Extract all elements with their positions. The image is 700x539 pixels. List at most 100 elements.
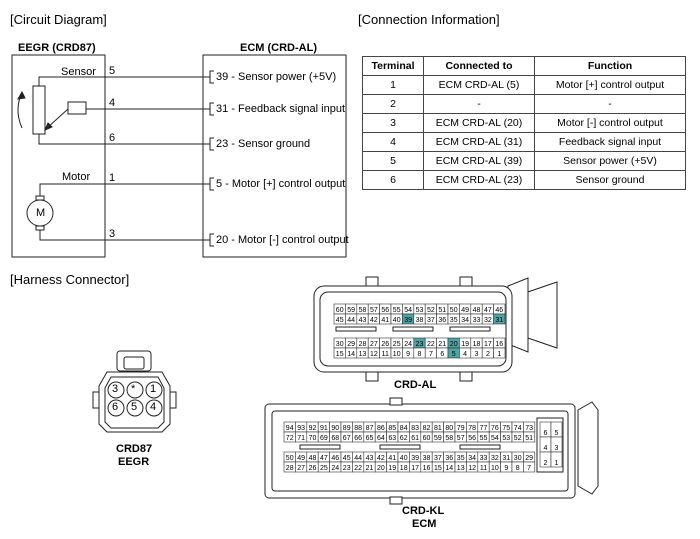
crd-kl-pin-69: 69	[317, 431, 330, 443]
connection-table: Terminal Connected to Function 1 ECM CRD…	[362, 56, 686, 190]
svg-text:39: 39	[404, 317, 412, 324]
svg-text:80: 80	[445, 425, 453, 432]
svg-text:94: 94	[286, 425, 294, 432]
crd-kl-pin-19: 19	[386, 461, 399, 473]
crd87-connector	[92, 350, 177, 433]
crd-kl-pin-14: 14	[443, 461, 456, 473]
svg-text:79: 79	[457, 425, 465, 432]
crd-kl-pin-31: 31	[500, 451, 513, 463]
crd-al-pin-26: 26	[379, 337, 392, 349]
svg-text:2: 2	[486, 351, 490, 358]
eegr-title: EEGR (CRD87)	[18, 42, 96, 54]
eegr-box	[11, 54, 106, 258]
crd-kl-pin-23: 23	[340, 461, 353, 473]
svg-text:23: 23	[343, 465, 351, 472]
svg-text:70: 70	[309, 435, 317, 442]
crd-kl-pin-77: 77	[477, 421, 490, 433]
svg-text:25: 25	[393, 341, 401, 348]
crd-al-pin-35: 35	[447, 313, 460, 325]
crd-kl-side-pin-4: 4	[539, 436, 552, 453]
svg-text:66: 66	[354, 435, 362, 442]
crd-kl-pin-60: 60	[420, 431, 433, 443]
svg-text:65: 65	[366, 435, 374, 442]
svg-text:41: 41	[388, 455, 396, 462]
crd-kl-pin-65: 65	[363, 431, 376, 443]
crd-al-pin-42: 42	[367, 313, 380, 325]
crd-al-pin-56: 56	[379, 303, 392, 315]
crd-kl-pin-79: 79	[454, 421, 467, 433]
crd-kl-pin-48: 48	[306, 451, 319, 463]
svg-text:68: 68	[331, 435, 339, 442]
svg-text:89: 89	[343, 425, 351, 432]
motor-label: Motor	[62, 171, 91, 183]
ecm-pin-20-desc: 20 - Motor [-] control output	[216, 234, 349, 246]
svg-text:44: 44	[354, 455, 362, 462]
svg-text:42: 42	[370, 317, 378, 324]
ecm-title: ECM (CRD-AL)	[240, 42, 317, 54]
svg-text:19: 19	[388, 465, 396, 472]
crd-kl-pin-32: 32	[488, 451, 501, 463]
crd-al-pin-38: 38	[413, 313, 426, 325]
crd-al-pin-22: 22	[424, 337, 437, 349]
crd-al-pin-37: 37	[424, 313, 437, 325]
crd-al-pin-48: 48	[470, 303, 483, 315]
svg-text:84: 84	[400, 425, 408, 432]
crd-kl-pin-30: 30	[511, 451, 524, 463]
crd-kl-pin-54: 54	[488, 431, 501, 443]
crd-kl-pin-35: 35	[454, 451, 467, 463]
svg-text:28: 28	[286, 465, 294, 472]
crd-kl-pin-51: 51	[523, 431, 536, 443]
svg-text:53: 53	[416, 307, 424, 314]
cell-function: Motor [+] control output	[534, 75, 686, 95]
crd-al-pin-52: 52	[424, 303, 437, 315]
svg-text:8: 8	[516, 465, 520, 472]
crd-kl-pin-29: 29	[523, 451, 536, 463]
svg-text:32: 32	[484, 317, 492, 324]
crd-al-pin-29: 29	[345, 337, 358, 349]
crd-al-pin-46: 46	[493, 303, 506, 315]
svg-text:76: 76	[491, 425, 499, 432]
svg-text:24: 24	[404, 341, 412, 348]
crd-al-pin-33: 33	[470, 313, 483, 325]
svg-text:59: 59	[434, 435, 442, 442]
crd-kl-pin-59: 59	[431, 431, 444, 443]
crd-kl-pin-92: 92	[306, 421, 319, 433]
svg-text:26: 26	[309, 465, 317, 472]
crd-kl-pin-7: 7	[523, 461, 536, 473]
svg-text:6: 6	[544, 430, 548, 437]
harness-connector-heading: [Harness Connector]	[10, 272, 130, 287]
crd-kl-pin-74: 74	[511, 421, 524, 433]
crd-kl-pin-26: 26	[306, 461, 319, 473]
svg-text:31: 31	[495, 317, 503, 324]
svg-text:31: 31	[502, 455, 510, 462]
svg-text:13: 13	[359, 351, 367, 358]
svg-text:60: 60	[336, 307, 344, 314]
crd-kl-pin-49: 49	[295, 451, 308, 463]
crd-kl-pin-24: 24	[329, 461, 342, 473]
svg-text:62: 62	[400, 435, 408, 442]
crd-al-pin-16: 16	[493, 337, 506, 349]
crd-kl-pin-41: 41	[386, 451, 399, 463]
svg-text:72: 72	[286, 435, 294, 442]
crd-kl-pin-22: 22	[352, 461, 365, 473]
eegr-pin-6: 6	[109, 132, 116, 144]
svg-text:50: 50	[286, 455, 294, 462]
crd-kl-side-pin-6: 6	[539, 421, 552, 438]
crd-al-pin-20: 20	[447, 337, 460, 349]
crd-al-pin-54: 54	[402, 303, 415, 315]
crd-kl-pin-72: 72	[283, 431, 296, 443]
svg-text:60: 60	[423, 435, 431, 442]
svg-text:46: 46	[331, 455, 339, 462]
crd-al-pin-44: 44	[345, 313, 358, 325]
svg-text:11: 11	[382, 351, 389, 358]
header-connected-to: Connected to	[423, 56, 535, 76]
crd-al-pin-4: 4	[459, 347, 472, 359]
sensor-potentiometer	[17, 76, 105, 145]
crd87-pin-blank: *	[131, 383, 136, 395]
cell-connected-to: ECM CRD-AL (23)	[423, 170, 535, 190]
cell-function: Sensor power (+5V)	[534, 151, 686, 171]
crd-kl-pin-61: 61	[409, 431, 422, 443]
svg-text:56: 56	[468, 435, 476, 442]
eegr-pin-4: 4	[109, 97, 116, 109]
